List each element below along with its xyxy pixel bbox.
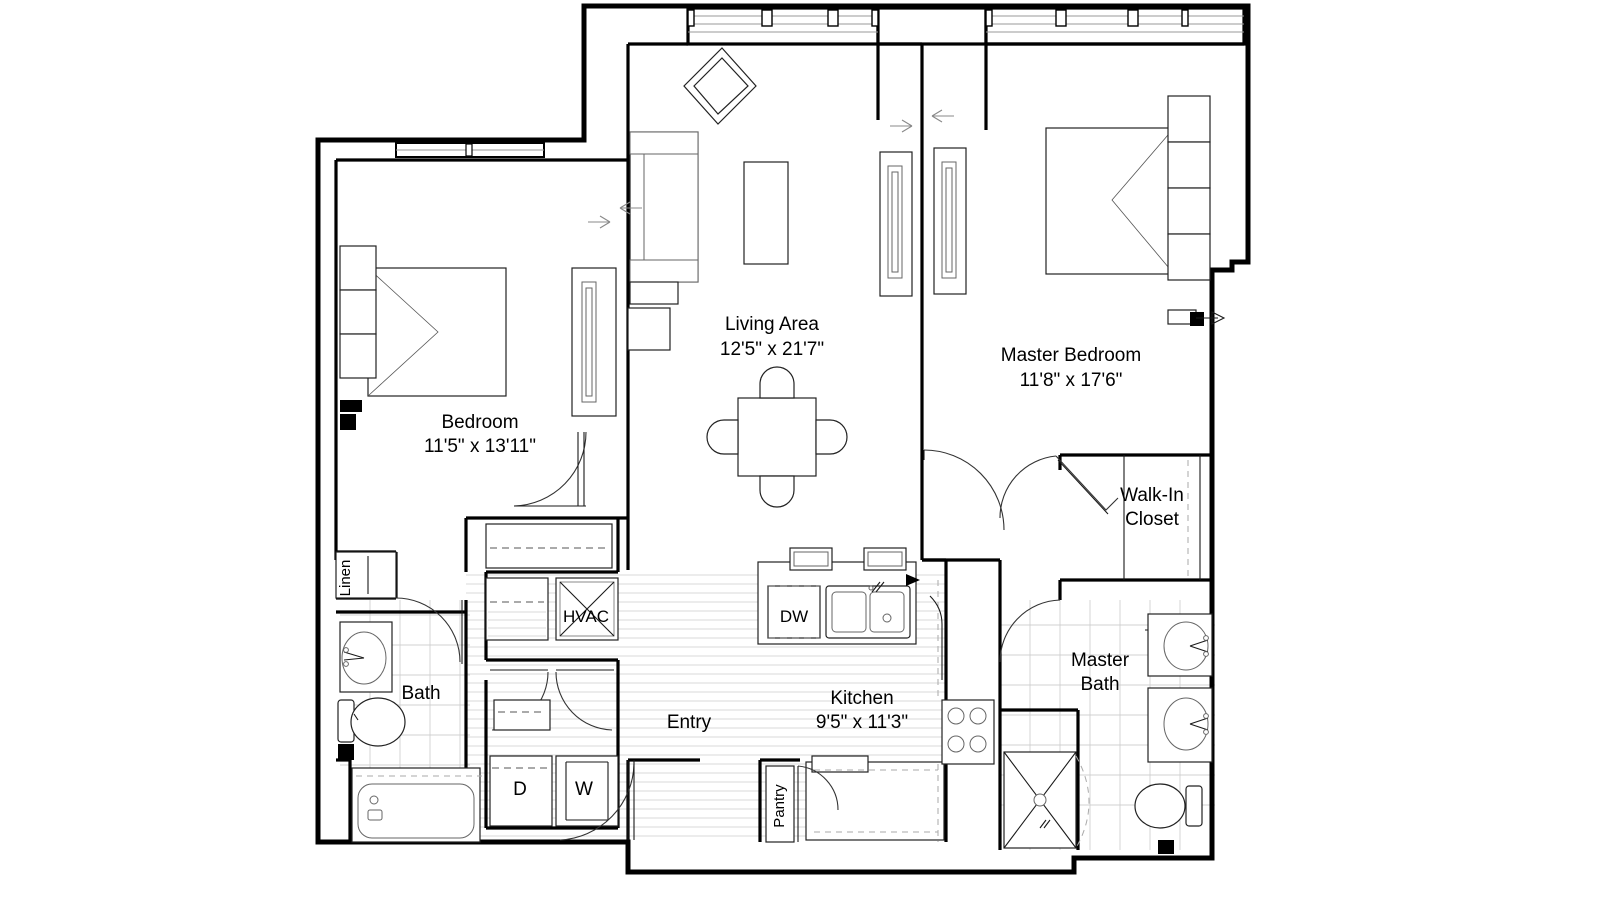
outlet-marker xyxy=(340,400,362,412)
utility-shelf xyxy=(493,699,551,731)
media-console xyxy=(879,151,913,297)
bath-door-swing xyxy=(395,597,461,663)
outlet-marker xyxy=(338,744,354,760)
living-area-name: Living Area xyxy=(725,314,819,335)
bedroom-door-swing xyxy=(513,431,587,507)
dining-set xyxy=(706,366,848,508)
sofa xyxy=(629,131,699,305)
toilet xyxy=(337,697,406,747)
outlet-marker xyxy=(1190,312,1204,326)
master-vanity-lower xyxy=(1147,687,1213,763)
kitchen-island xyxy=(805,755,945,841)
dishwasher: DW xyxy=(767,585,821,639)
accent-table xyxy=(683,47,757,125)
hall-closet-lower xyxy=(485,577,549,641)
laundry: D W xyxy=(489,755,619,827)
kitchen-name: Kitchen xyxy=(830,688,893,709)
master-bedroom-dimensions: 11'8" x 17'6" xyxy=(1020,370,1123,391)
master-bath-name-line2: Bath xyxy=(1080,674,1119,695)
hvac-unit: HVAC xyxy=(555,577,619,641)
door-arrow xyxy=(906,574,920,586)
bedroom-dimensions: 11'5" x 13'11" xyxy=(424,436,536,457)
master-bed-king xyxy=(1045,95,1211,281)
entry-door-swing xyxy=(559,763,635,841)
entry-name: Entry xyxy=(667,712,712,733)
bedroom-furniture xyxy=(339,245,617,430)
walkin-closet-line1: Walk-In xyxy=(1120,485,1184,506)
dryer-label: D xyxy=(513,779,527,800)
pantry-label: Pantry xyxy=(771,784,788,828)
master-shower xyxy=(1003,751,1090,849)
bedroom-window xyxy=(395,142,545,158)
master-vanity-upper xyxy=(1147,613,1213,677)
kitchen-sink xyxy=(825,581,911,639)
bedroom-name: Bedroom xyxy=(441,412,518,433)
closet-door-arc xyxy=(999,455,1057,519)
living-area-furniture xyxy=(627,47,913,508)
room-labels: Living Area 12'5" x 21'7" Master Bedroom… xyxy=(401,314,1183,733)
outlet-marker xyxy=(1158,840,1174,854)
direction-arrows xyxy=(588,109,954,229)
coffee-table xyxy=(743,161,789,265)
hvac-label: HVAC xyxy=(563,607,609,626)
range-cooktop xyxy=(941,699,995,765)
master-bath-name-line1: Master xyxy=(1071,650,1130,671)
counter-curve xyxy=(929,595,943,680)
master-bath-door-swing xyxy=(999,599,1061,663)
master-bedroom-door-swing xyxy=(923,449,1005,531)
bathtub xyxy=(351,767,482,843)
end-table xyxy=(627,307,671,351)
top-glazing xyxy=(686,6,1246,46)
bed-queen xyxy=(339,245,507,397)
living-area-dimensions: 12'5" x 21'7" xyxy=(720,339,824,360)
master-bedroom-furniture xyxy=(933,95,1226,326)
washer-label: W xyxy=(575,779,593,800)
pantry: Pantry xyxy=(765,765,839,843)
master-window-detail xyxy=(933,147,967,295)
master-toilet xyxy=(1134,783,1203,829)
linen-closet: Linen xyxy=(335,551,397,599)
master-bath-fixtures xyxy=(999,599,1213,854)
bath-name: Bath xyxy=(401,683,440,704)
hall-closet xyxy=(485,523,613,569)
utility-closets: HVAC D W xyxy=(485,523,619,827)
doors-and-arrows xyxy=(513,109,1119,841)
master-bedroom-name: Master Bedroom xyxy=(1001,345,1141,366)
dishwasher-label: DW xyxy=(780,607,808,626)
linen-label: Linen xyxy=(337,560,354,597)
bath-fixtures: Linen xyxy=(335,551,482,843)
bedroom-closet xyxy=(571,267,617,417)
kitchen-dimensions: 9'5" x 11'3" xyxy=(816,712,908,733)
closet-door-swing xyxy=(1055,455,1119,511)
bath-vanity xyxy=(339,621,393,693)
utility-door-swing xyxy=(555,671,613,731)
outlet-marker xyxy=(340,414,356,430)
walkin-closet-line2: Closet xyxy=(1125,509,1180,530)
kitchen-fixtures: DW xyxy=(757,547,995,843)
